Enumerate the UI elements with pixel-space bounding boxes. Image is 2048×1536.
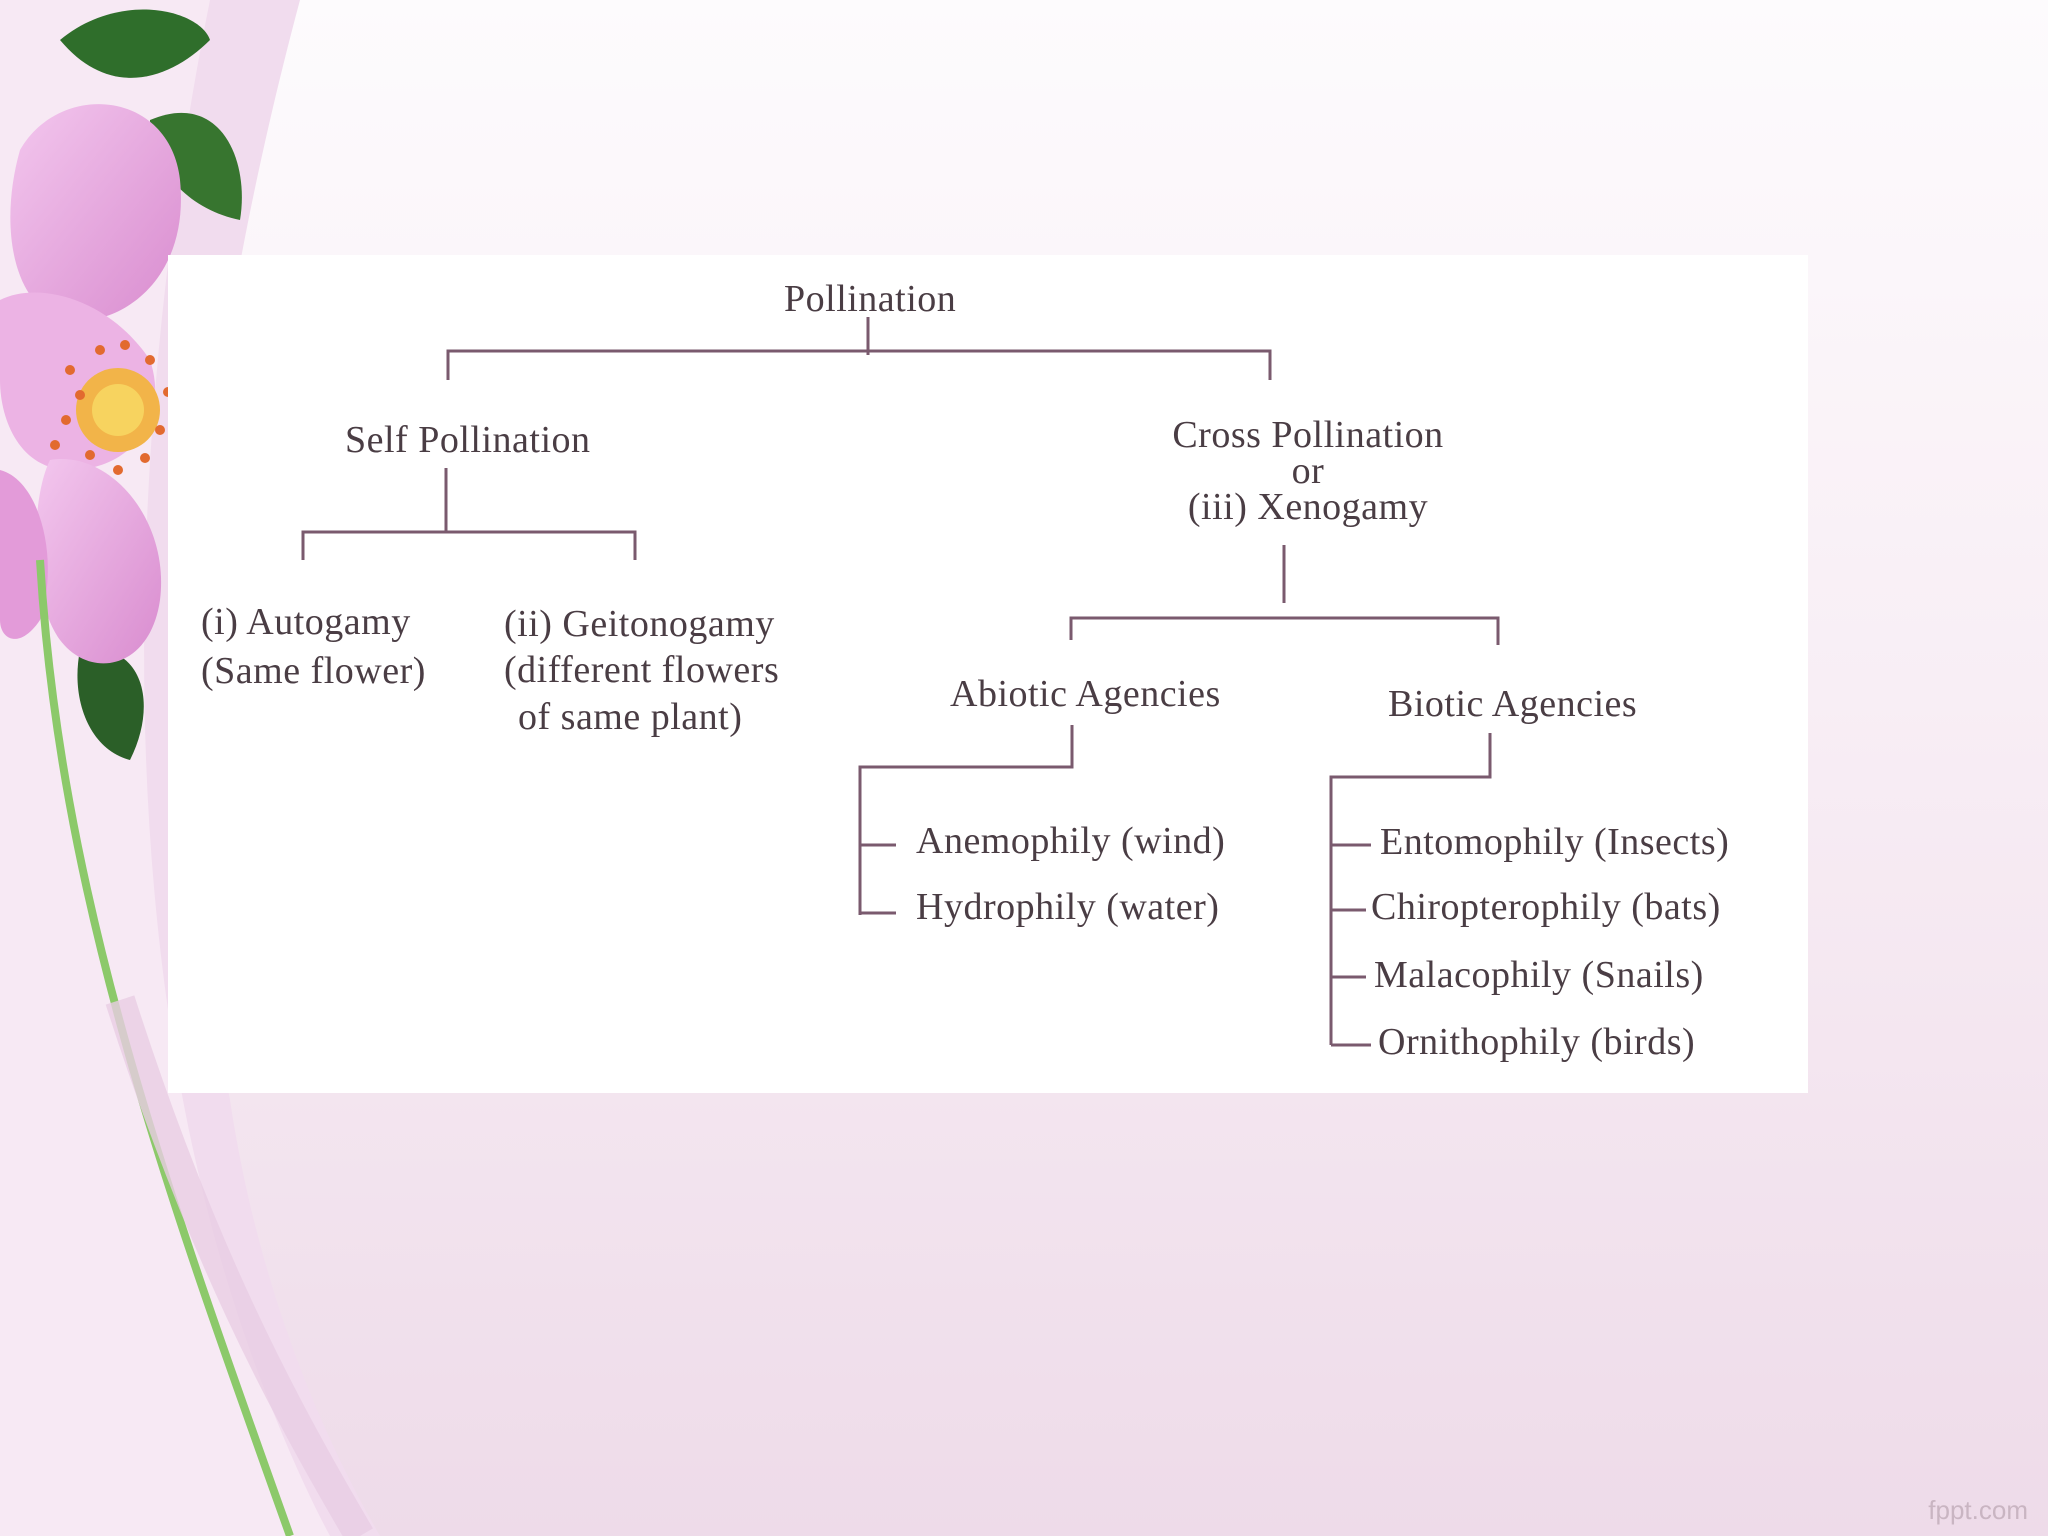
node-abiotic-agencies: Abiotic Agencies (950, 673, 1221, 715)
xenogamy-label: (iii) Xenogamy (1187, 486, 1429, 529)
cross-or-label: or (1291, 450, 1325, 493)
pollination-diagram: Pollination Self Pollination Cross Polli… (168, 255, 1808, 1093)
diagram-connectors (301, 317, 1500, 1047)
node-autogamy: (i) Autogamy (Same flower) (201, 598, 426, 697)
node-cross-pollination: Cross Pollination or (iii) Xenogamy (1148, 414, 1468, 529)
geitonogamy-desc-1: (different flowers (504, 649, 780, 692)
autogamy-label: (i) Autogamy (201, 601, 411, 643)
geitonogamy-desc-2: of same plant) (518, 695, 743, 738)
autogamy-desc: (Same flower) (201, 650, 426, 693)
node-biotic-agencies: Biotic Agencies (1388, 683, 1638, 725)
node-malacophily: Malacophily (Snails) (1374, 954, 1704, 996)
cross-pollination-label: Cross Pollination (1172, 414, 1444, 456)
node-pollination: Pollination (784, 278, 957, 320)
node-ornithophily: Ornithophily (birds) (1378, 1021, 1696, 1063)
node-anemophily: Anemophily (wind) (916, 820, 1226, 862)
node-self-pollination: Self Pollination (345, 419, 591, 461)
node-entomophily: Entomophily (Insects) (1380, 821, 1730, 863)
watermark: fppt.com (1928, 1495, 2028, 1525)
node-geitonogamy: (ii) Geitonogamy (different flowers of s… (504, 601, 779, 740)
node-chiropterophily: Chiropterophily (bats) (1371, 886, 1721, 928)
geitonogamy-label: (ii) Geitonogamy (504, 603, 775, 645)
node-hydrophily: Hydrophily (water) (916, 886, 1220, 928)
